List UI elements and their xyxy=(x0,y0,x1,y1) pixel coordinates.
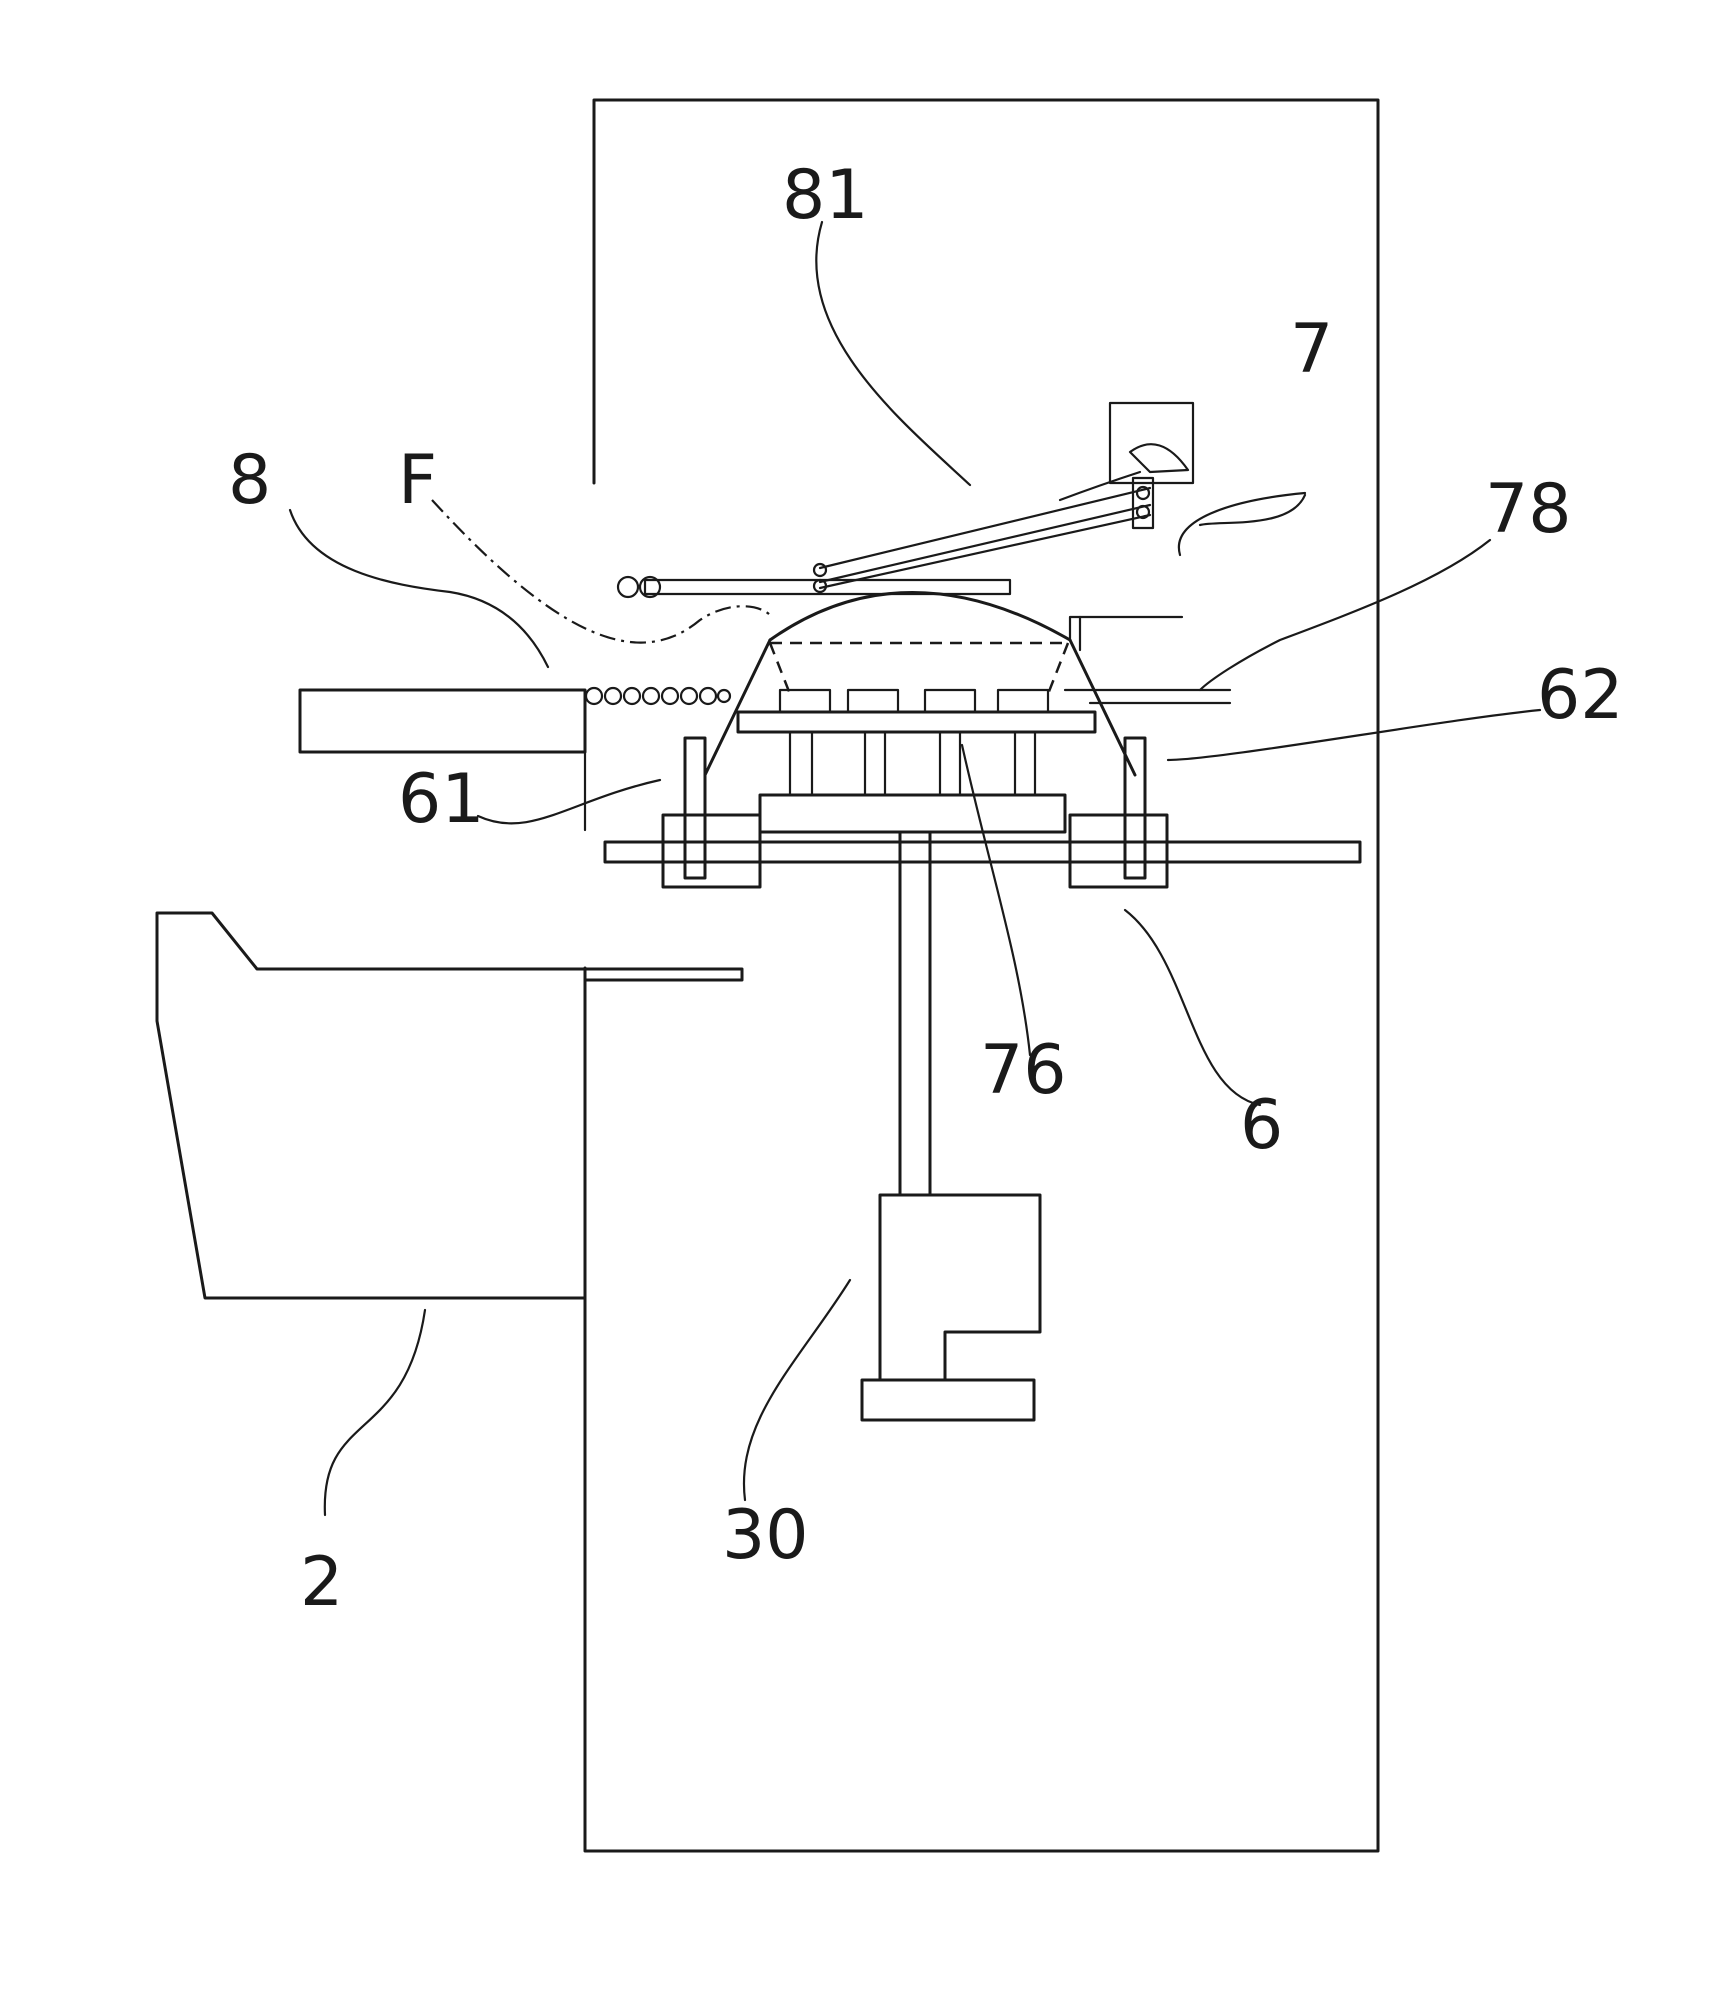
film-path xyxy=(432,500,770,643)
clamp-rail xyxy=(605,738,1360,887)
arm-assembly xyxy=(618,403,1193,597)
label-8: 8 xyxy=(228,441,271,520)
label-F: F xyxy=(398,441,437,520)
drive-column xyxy=(862,832,1040,1420)
right-bracket xyxy=(1065,617,1230,703)
label-6: 6 xyxy=(1240,1086,1283,1165)
label-7: 7 xyxy=(1290,310,1333,389)
label-61: 61 xyxy=(398,760,485,839)
label-2: 2 xyxy=(300,1543,343,1622)
feed-rollers xyxy=(586,688,730,704)
label-62: 62 xyxy=(1537,656,1624,735)
label-76: 76 xyxy=(980,1031,1067,1110)
leader-lines xyxy=(290,222,1540,1515)
label-81: 81 xyxy=(782,156,869,235)
label-78: 78 xyxy=(1485,470,1572,549)
reference-numerals: 81 7 78 8 F 62 61 76 6 30 2 xyxy=(228,156,1624,1622)
housing xyxy=(585,100,1378,1851)
label-30: 30 xyxy=(722,1496,809,1575)
side-cabinet xyxy=(157,913,742,1298)
mold-table xyxy=(738,690,1095,832)
